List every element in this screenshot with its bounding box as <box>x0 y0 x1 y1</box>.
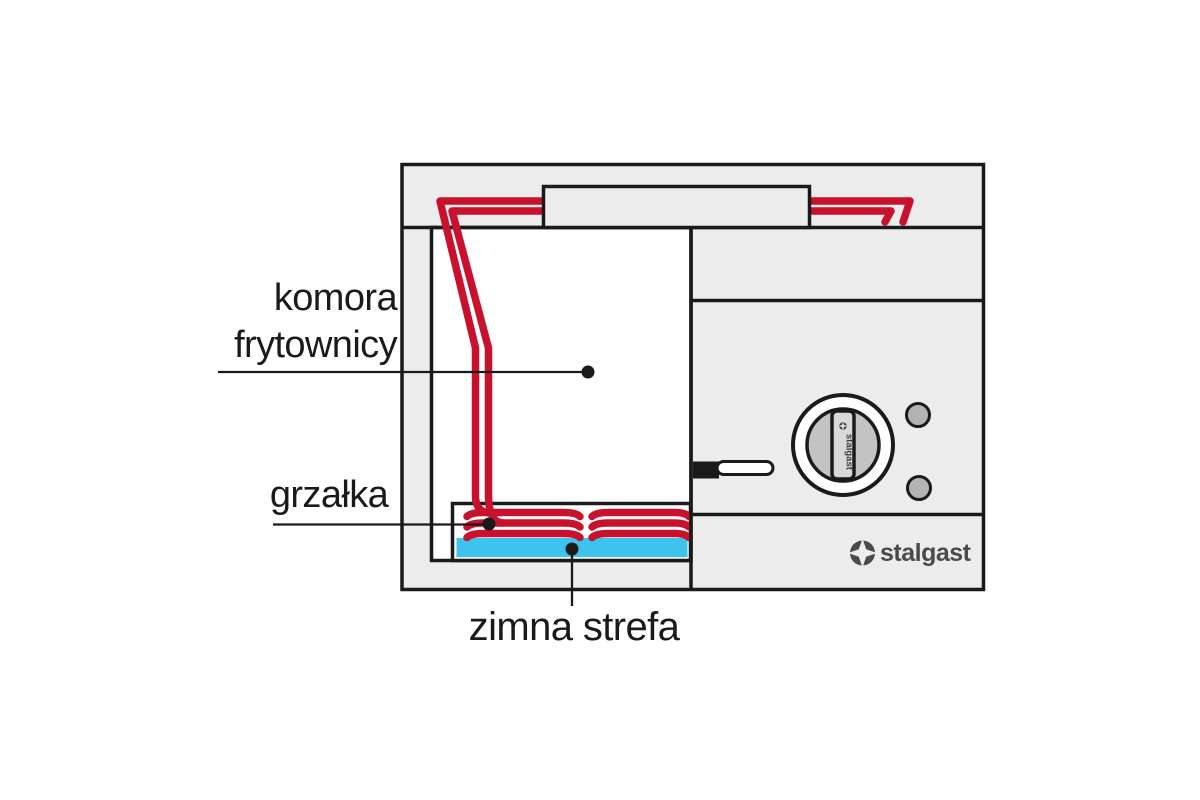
heating-coil-row <box>588 529 693 542</box>
lever-mount <box>693 461 719 479</box>
label-cold-zone-text: zimna strefa <box>469 605 681 649</box>
label-chamber: komora frytownicy <box>218 277 595 379</box>
label-cold-zone: zimna strefa <box>469 542 681 649</box>
heating-coil-row <box>588 519 693 531</box>
indicator-light-top <box>905 402 931 428</box>
heating-coil-row <box>588 508 693 521</box>
fryer-lid <box>541 184 812 230</box>
brand-logo-text: stalgast <box>880 539 972 567</box>
leader-dot-heater <box>482 517 496 531</box>
knob-handle <box>830 409 856 481</box>
label-heater: grzałka <box>270 474 496 531</box>
brand-logo-icon <box>848 538 877 568</box>
label-chamber-line2: frytownicy <box>234 324 398 366</box>
heating-element-pipe-right-inner <box>802 207 895 226</box>
label-chamber-line1: komora <box>274 277 399 319</box>
label-heater-text: grzałka <box>270 474 390 516</box>
brand-logo: stalgast <box>848 538 972 568</box>
lever-handle <box>715 460 775 476</box>
indicator-light-bottom <box>906 475 932 501</box>
heating-element <box>436 197 914 542</box>
knob-brand-text: stalgast <box>844 434 855 471</box>
thermostat-knob: stalgast <box>791 393 895 497</box>
leader-dot-cold-zone <box>565 542 579 556</box>
knob-brandmark-icon <box>838 421 848 431</box>
heating-element-pipe-right-outer <box>802 197 914 226</box>
basket-lever <box>693 460 775 479</box>
heating-coil-row <box>463 529 584 542</box>
heating-coil-row <box>463 508 584 521</box>
leader-dot-chamber <box>581 365 595 379</box>
